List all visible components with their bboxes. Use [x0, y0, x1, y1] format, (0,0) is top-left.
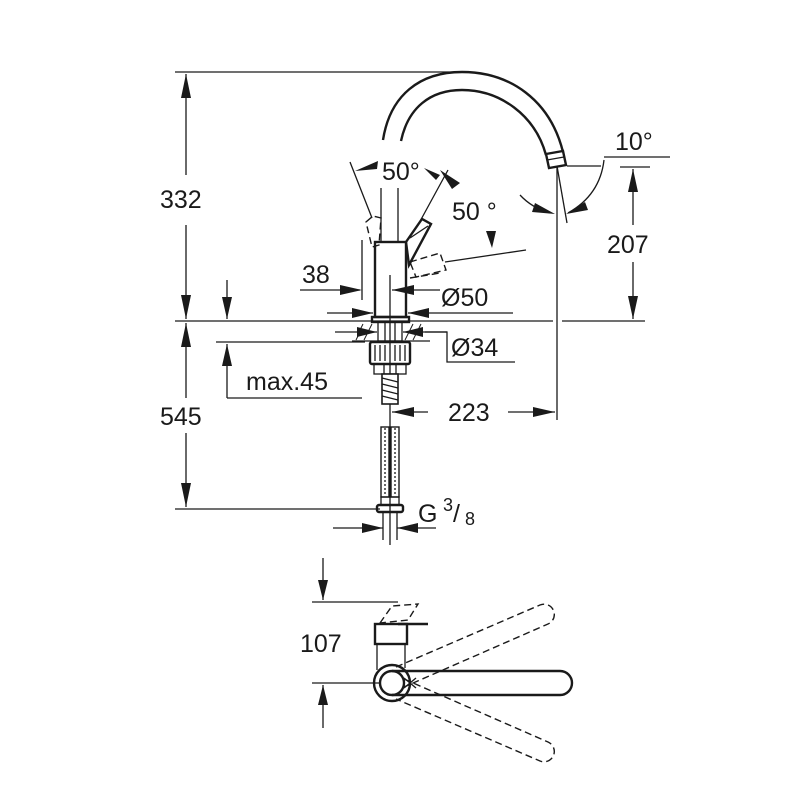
- dim-below-deck-545: 545: [160, 323, 380, 510]
- dim-reach-223: 223: [392, 399, 555, 427]
- lever-ghost-top: [378, 603, 420, 624]
- lever-top: [373, 622, 409, 646]
- dim-lever-clearance-107: 107: [300, 558, 398, 728]
- dim-angle-50-side: 50 °: [444, 198, 527, 263]
- label-38: 38: [302, 261, 330, 289]
- supply-hoses: [375, 426, 405, 540]
- spout-top-solid: [392, 669, 574, 697]
- label-thread-g: G: [418, 500, 437, 528]
- label-223: 223: [448, 399, 490, 427]
- dim-angle-50-top: 50°: [349, 158, 460, 226]
- dim-height-207: 207: [607, 166, 650, 319]
- swivel-axis-line: [556, 165, 568, 224]
- label-332: 332: [160, 186, 202, 214]
- label-max-45: max.45: [246, 368, 328, 396]
- label-10-degree: 10°: [615, 128, 653, 156]
- front-view: 332 10° 207: [160, 70, 670, 545]
- label-diameter-50: Ø50: [441, 284, 488, 312]
- label-diameter-34: Ø34: [451, 334, 498, 362]
- dim-hole-diameter: Ø34: [335, 327, 515, 363]
- label-107: 107: [300, 630, 342, 658]
- lever-ghost-left: [365, 215, 382, 248]
- lever-ghost-down: [409, 252, 447, 278]
- dim-thread-g38: G 3 / 8: [333, 495, 475, 533]
- label-545: 545: [160, 403, 202, 431]
- top-view: 107: [300, 558, 574, 763]
- lever-handle: [404, 217, 433, 269]
- dim-angle-10: 10°: [519, 128, 653, 214]
- dim-height-332: 332: [160, 74, 202, 319]
- spout: [381, 70, 568, 170]
- spout-ghost-down: [395, 678, 555, 763]
- label-thread-slash: /: [453, 500, 460, 528]
- label-50-degree-top: 50°: [382, 158, 420, 186]
- dim-lever-offset-38: 38: [300, 240, 440, 300]
- spout-ghost-up: [395, 603, 555, 688]
- base-inner-circle: [378, 669, 406, 697]
- label-thread-numerator: 3: [443, 495, 453, 515]
- label-207: 207: [607, 231, 649, 259]
- label-50-degree-side: 50 °: [452, 198, 497, 226]
- dim-body-diameter: Ø50: [327, 284, 513, 318]
- label-thread-denominator: 8: [465, 509, 475, 529]
- dim-max-deck-thickness: max.45: [216, 280, 365, 399]
